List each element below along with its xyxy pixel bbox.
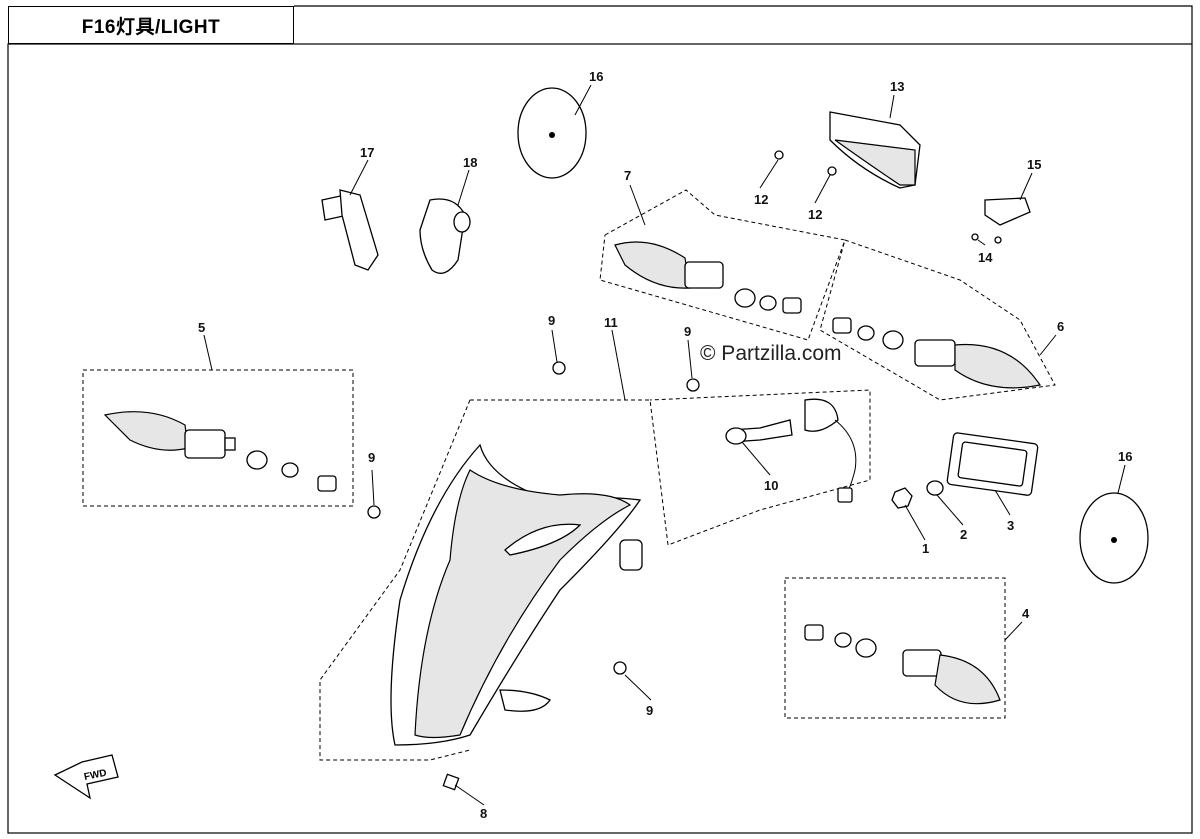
callout-14: 14 bbox=[978, 250, 993, 265]
part-4-assembly bbox=[784, 577, 1006, 719]
callout-16-top: 16 bbox=[589, 69, 603, 84]
callout-6: 6 bbox=[1057, 319, 1064, 334]
callout-1: 1 bbox=[922, 541, 929, 556]
callout-9-d: 9 bbox=[646, 703, 653, 718]
callout-7: 7 bbox=[624, 168, 631, 183]
part-7-assembly bbox=[599, 189, 846, 341]
part-5-assembly bbox=[82, 369, 354, 507]
fwd-arrow: FWD bbox=[53, 754, 119, 800]
outer-frame bbox=[7, 43, 1193, 834]
callout-2: 2 bbox=[960, 527, 967, 542]
callout-10: 10 bbox=[764, 478, 778, 493]
callout-9-a: 9 bbox=[548, 313, 555, 328]
part-12-screw-a bbox=[774, 150, 784, 160]
callout-12-a: 12 bbox=[754, 192, 768, 207]
part-13-plate-light bbox=[829, 111, 921, 189]
callout-8: 8 bbox=[480, 806, 487, 821]
callout-13: 13 bbox=[890, 79, 904, 94]
callout-12-b: 12 bbox=[808, 207, 822, 222]
leader-lines bbox=[203, 84, 1126, 806]
part-6-assembly bbox=[819, 239, 1056, 401]
watermark: © Partzilla.com bbox=[700, 342, 842, 365]
callout-15: 15 bbox=[1027, 157, 1041, 172]
part-1-2-3-group bbox=[891, 432, 1039, 509]
part-8-nut bbox=[442, 773, 460, 791]
part-12-screw-b bbox=[827, 166, 837, 176]
callout-9-b: 9 bbox=[684, 324, 691, 339]
part-15-bracket bbox=[971, 197, 1031, 244]
part-9-screws bbox=[367, 361, 700, 675]
callout-9-c: 9 bbox=[368, 450, 375, 465]
part-17-bracket bbox=[321, 189, 379, 271]
frame-top bbox=[294, 5, 1193, 44]
callout-18: 18 bbox=[463, 155, 477, 170]
part-16-discs bbox=[517, 87, 1149, 584]
part-11-headlight bbox=[319, 389, 871, 761]
callout-4: 4 bbox=[1022, 606, 1030, 621]
callout-5: 5 bbox=[198, 320, 205, 335]
part-18-bracket bbox=[419, 198, 471, 274]
callout-16-right: 16 bbox=[1118, 449, 1132, 464]
callout-17: 17 bbox=[360, 145, 374, 160]
part-10-bulb bbox=[725, 398, 857, 503]
callout-3: 3 bbox=[1007, 518, 1014, 533]
callout-11: 11 bbox=[604, 315, 618, 330]
fwd-text: FWD bbox=[83, 768, 108, 783]
